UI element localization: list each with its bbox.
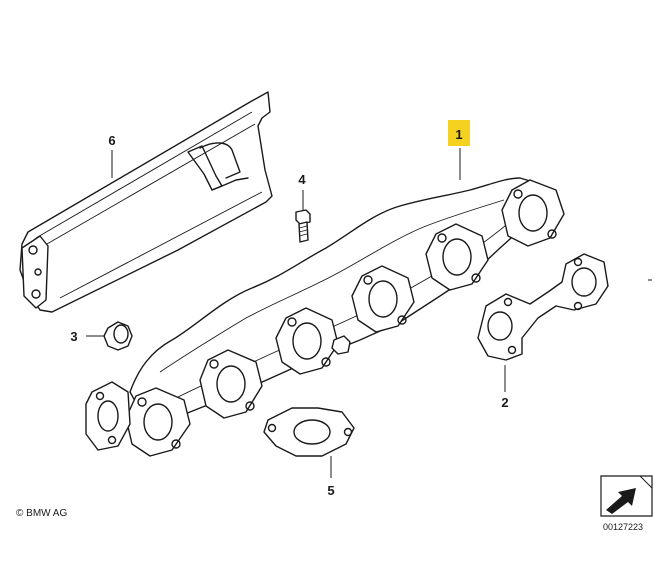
gasket-part[interactable] — [477, 253, 609, 392]
bolt-part[interactable] — [295, 190, 311, 243]
callout-1: 1 — [448, 120, 470, 146]
nut-part[interactable] — [86, 321, 133, 351]
callout-4: 4 — [298, 172, 306, 187]
manifold-flange-2 — [199, 349, 263, 419]
callout-2-label: 2 — [501, 395, 508, 410]
callout-2: 2 — [501, 395, 508, 410]
callout-1-highlight — [448, 120, 470, 146]
callout-4-label: 4 — [298, 172, 306, 187]
arrow-corner-icon — [600, 475, 653, 517]
manifold-outlet-flange — [85, 381, 131, 451]
diagram-number: 00127223 — [603, 522, 643, 532]
manifold-flange-5 — [425, 223, 489, 291]
heat-shield-part[interactable] — [19, 91, 273, 313]
exhaust-manifold-part[interactable] — [85, 148, 565, 457]
manifold-flange-1 — [125, 387, 191, 457]
copyright-text: © BMW AG — [16, 508, 67, 519]
manifold-flange-4 — [351, 265, 415, 333]
callout-6: 6 — [108, 133, 115, 148]
callout-6-label: 6 — [108, 133, 115, 148]
callout-5-label: 5 — [327, 483, 334, 498]
manifold-flange-3 — [275, 307, 339, 375]
manifold-flange-6 — [501, 179, 565, 247]
callout-3: 3 — [70, 329, 77, 344]
callout-3-label: 3 — [70, 329, 77, 344]
callout-1-label: 1 — [455, 127, 462, 142]
callout-5: 5 — [327, 483, 334, 498]
outlet-gasket-part[interactable] — [263, 407, 355, 478]
